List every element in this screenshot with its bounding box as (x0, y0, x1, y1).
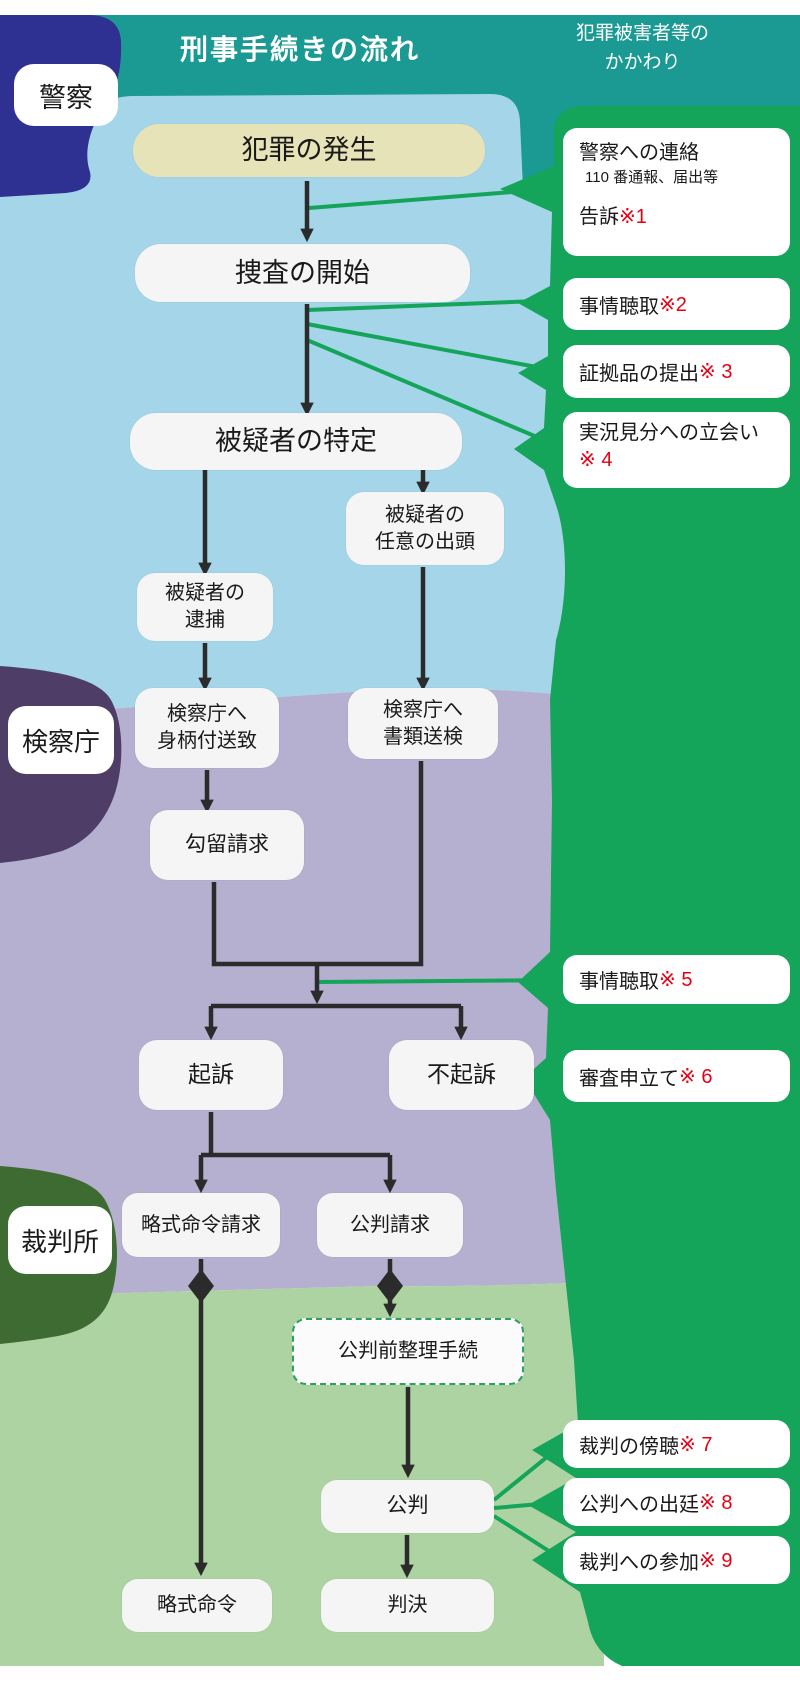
flow-box-document-referral: 検察庁へ書類送検 (348, 688, 498, 759)
connector-inspection (306, 338, 564, 450)
prosecutor-region (0, 688, 572, 1298)
arrest-line1: 被疑者の (165, 582, 245, 604)
victim-box-hearing-5: 事情聴取※ 5 (563, 955, 790, 1004)
flow-box-investigation-start: 捜査の開始 (135, 244, 470, 302)
victim-box-inspection-attendance: 実況見分への立会い※ 4 (563, 412, 790, 488)
connector-participate (492, 1514, 565, 1562)
document-referral-line2: 書類送検 (383, 725, 463, 748)
diamond-left (188, 1269, 214, 1303)
police-contact-line1: 警察への連絡 (579, 142, 699, 164)
flow-box-summary-order-request: 略式命令請求 (122, 1193, 280, 1257)
flow-box-custody-transfer: 検察庁へ身柄付送致 (135, 688, 279, 768)
flow-box-trial-request: 公判請求 (317, 1193, 463, 1257)
flow-box-detention-request: 勾留請求 (150, 810, 304, 880)
connector-appear (493, 1500, 564, 1510)
victim-panel (500, 106, 800, 1666)
police-contact-line2: 110 番通報、届出等 (585, 169, 719, 186)
victim-connectors (306, 186, 565, 1562)
victim-box-evidence-submission: 証拠品の提出※ 3 (563, 345, 790, 398)
victim-box-police-contact: 警察への連絡 110 番通報、届出等 告訴※1 (563, 128, 790, 256)
arrest-line2: 逮捕 (185, 609, 225, 631)
section-label-police: 警察 (14, 64, 118, 126)
flow-box-arrest: 被疑者の逮捕 (137, 573, 273, 641)
flow-box-prosecution: 起訴 (139, 1040, 283, 1110)
victim-box-review-application: 審査申立て※ 6 (563, 1050, 790, 1102)
note-ref-6: ※ 6 (679, 1065, 713, 1088)
flow-box-non-prosecution: 不起訴 (389, 1040, 534, 1110)
voluntary-appearance-line1: 被疑者の (385, 503, 465, 526)
flow-box-voluntary-appearance: 被疑者の任意の出頭 (346, 492, 504, 565)
document-referral-line1: 検察庁へ (383, 698, 463, 721)
flow-box-pretrial-arrangement: 公判前整理手続 (292, 1318, 524, 1385)
note-ref-5: ※ 5 (659, 969, 693, 991)
diamond-right (377, 1269, 403, 1303)
police-region (0, 94, 565, 716)
flow-box-suspect-identification: 被疑者の特定 (130, 413, 462, 470)
connector-hearing5 (316, 978, 564, 984)
connector-evidence (306, 322, 564, 374)
flow-box-judgment: 判決 (321, 1579, 494, 1632)
victim-column-title-line2: かかわり (604, 51, 681, 73)
note-ref-2: ※2 (659, 293, 687, 316)
victim-box-trial-observation: 裁判の傍聴※ 7 (563, 1420, 790, 1468)
note-ref-9: ※ 9 (699, 1549, 733, 1572)
section-label-court: 裁判所 (8, 1206, 112, 1274)
victim-column-title-line1: 犯罪被害者等の (575, 23, 709, 44)
custody-transfer-line1: 検察庁へ (167, 703, 247, 725)
voluntary-appearance-line2: 任意の出頭 (375, 530, 475, 553)
flow-box-crime-occurrence: 犯罪の発生 (133, 124, 485, 177)
victim-box-trial-participation: 裁判への参加※ 9 (563, 1536, 790, 1584)
connector-hearing2 (306, 298, 564, 312)
flow-box-trial: 公判 (321, 1480, 494, 1533)
police-contact-line3: 告訴※1 (579, 205, 647, 228)
victim-column-title: 犯罪被害者等の かかわり (535, 20, 750, 77)
flow-box-summary-order: 略式命令 (122, 1579, 272, 1632)
note-ref-3: ※ 3 (699, 361, 733, 383)
note-ref-1: ※1 (619, 205, 647, 228)
note-ref-7: ※ 7 (679, 1433, 713, 1456)
connector-report (308, 186, 564, 210)
page-title: 刑事手続きの流れ (179, 34, 420, 65)
connector-observe (492, 1442, 565, 1502)
note-ref-8: ※ 8 (699, 1491, 733, 1514)
note-ref-4: ※ 4 (579, 449, 613, 471)
section-label-prosecutor: 検察庁 (8, 706, 114, 774)
victim-box-hearing-2: 事情聴取※2 (563, 278, 790, 330)
custody-transfer-line2: 身柄付送致 (157, 730, 257, 752)
victim-box-court-appearance: 公判への出廷※ 8 (563, 1478, 790, 1526)
